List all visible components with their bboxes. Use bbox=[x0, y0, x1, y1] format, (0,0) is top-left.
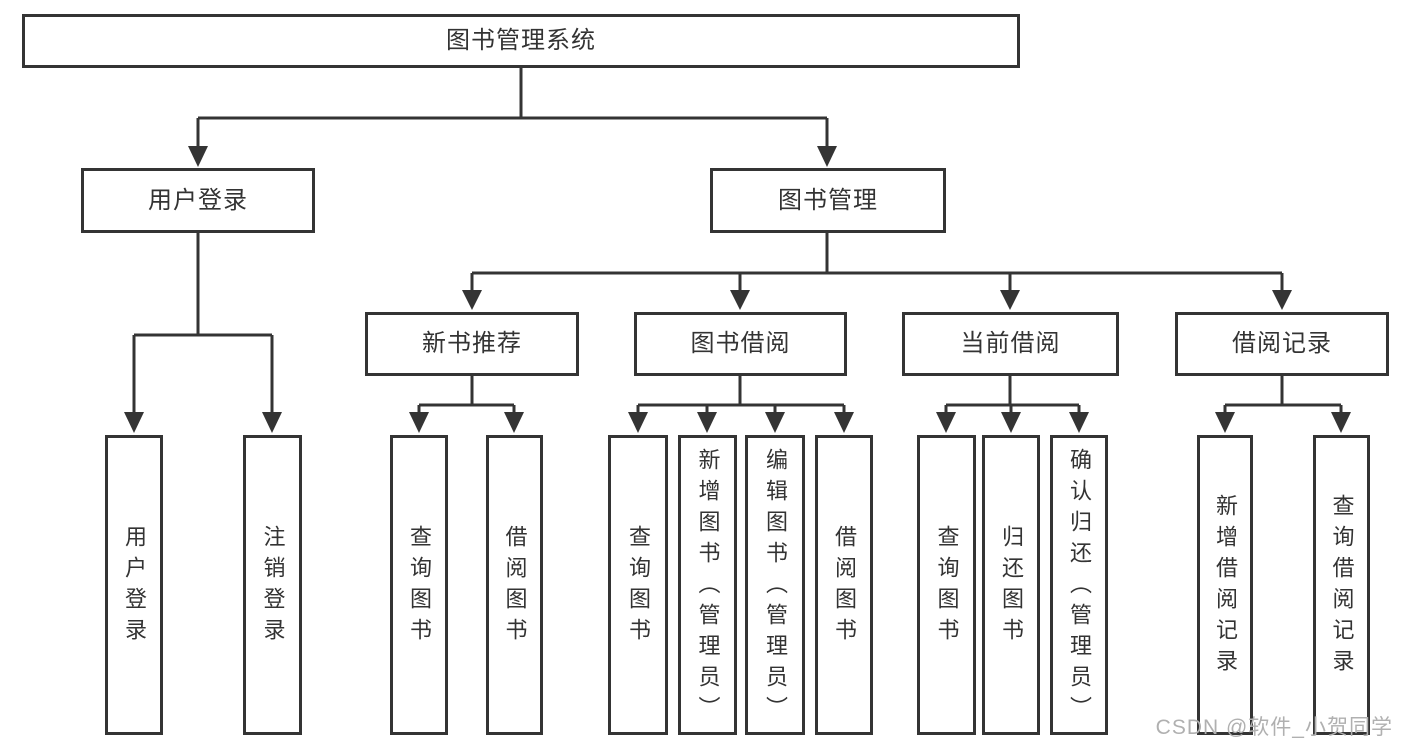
node-borrow-records: 借阅记录 bbox=[1175, 312, 1389, 376]
leaf-confirm-return-admin: 确认归还（管理员） bbox=[1050, 435, 1108, 735]
leaf-query-books-current: 查询图书 bbox=[917, 435, 976, 735]
leaf-query-books-borrow: 查询图书 bbox=[608, 435, 668, 735]
leaf-query-books-recommend: 查询图书 bbox=[390, 435, 448, 735]
leaf-edit-books-admin: 编辑图书（管理员） bbox=[745, 435, 805, 735]
node-book-borrow: 图书借阅 bbox=[634, 312, 847, 376]
leaf-logout: 注销登录 bbox=[243, 435, 302, 735]
leaf-add-borrow-record: 新增借阅记录 bbox=[1197, 435, 1253, 735]
node-user-login: 用户登录 bbox=[81, 168, 315, 233]
leaf-user-login: 用户登录 bbox=[105, 435, 163, 735]
node-book-management: 图书管理 bbox=[710, 168, 946, 233]
node-new-book-recommend: 新书推荐 bbox=[365, 312, 579, 376]
leaf-query-borrow-record: 查询借阅记录 bbox=[1313, 435, 1370, 735]
leaf-return-books: 归还图书 bbox=[982, 435, 1040, 735]
node-current-borrow: 当前借阅 bbox=[902, 312, 1119, 376]
leaf-borrow-books-recommend: 借阅图书 bbox=[486, 435, 543, 735]
csdn-watermark: CSDN @软件_小贺同学 bbox=[1155, 716, 1393, 739]
node-library-management-system: 图书管理系统 bbox=[22, 14, 1020, 68]
leaf-borrow-books: 借阅图书 bbox=[815, 435, 873, 735]
leaf-add-books-admin: 新增图书（管理员） bbox=[678, 435, 737, 735]
